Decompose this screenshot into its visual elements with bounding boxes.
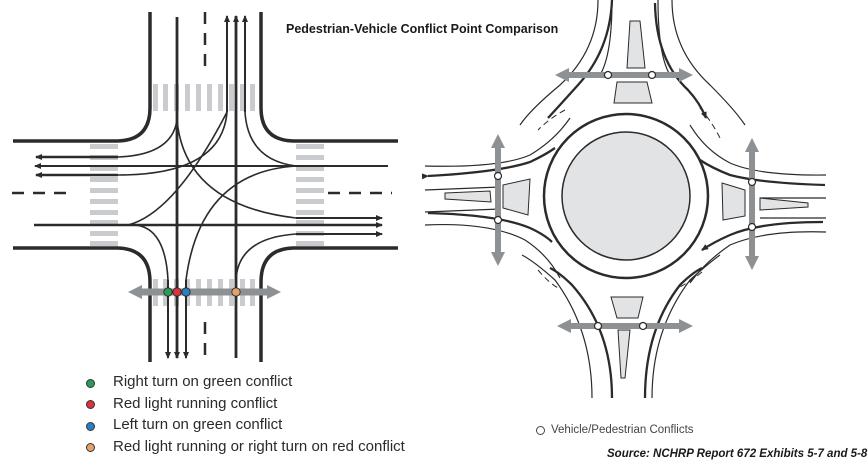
roundabout (421, 0, 827, 399)
legend-dot-red (86, 400, 95, 410)
splitter-islands (444, 20, 809, 379)
source-citation: Source: NCHRP Report 672 Exhibits 5-7 an… (607, 448, 868, 460)
roundabout-road-edges (424, 0, 827, 399)
conflict-point-red-light-or-right-on-red (231, 287, 241, 297)
conflict-points (163, 287, 241, 297)
conflict-point-right-turn-on-green (163, 287, 173, 297)
open-circle-icon (536, 425, 545, 435)
legend-dot-orange (86, 443, 95, 453)
crosswalk-east (296, 144, 324, 246)
roundabout-conflict-point (493, 215, 503, 225)
legend-item: Red light running or right turn on red c… (86, 436, 405, 458)
circulatory-roadway-outer (542, 112, 710, 280)
legend-dot-blue (86, 421, 95, 431)
roundabout-conflict-point (593, 321, 603, 331)
central-island (561, 131, 691, 261)
roundabout-conflict-point (638, 321, 648, 331)
legend-item: Left turn on green conflict (86, 414, 405, 436)
roundabout-conflict-point (747, 222, 757, 232)
legend-item: Red light running conflict (86, 393, 405, 415)
legend-dot-green (86, 378, 95, 388)
conflict-point-left-turn-on-green (181, 287, 191, 297)
curbs (13, 12, 398, 362)
roundabout-conflict-point (603, 70, 613, 80)
legend-label: Red light running conflict (113, 394, 278, 412)
vehicle-paths (34, 15, 388, 359)
roundabout-conflict-point (647, 70, 657, 80)
legend-item: Right turn on green conflict (86, 371, 405, 393)
conflict-point-red-light-running (172, 287, 182, 297)
roundabout-pedestrian-arrows (491, 68, 759, 333)
legend-label: Right turn on green conflict (113, 373, 293, 391)
crosswalk-north (153, 84, 255, 111)
roundabout-conflict-point (493, 171, 503, 181)
diagram-title: Pedestrian-Vehicle Conflict Point Compar… (286, 22, 559, 36)
legend-label: Left turn on green conflict (113, 416, 283, 434)
roundabout-conflict-point (747, 177, 757, 187)
crosswalk-west (90, 144, 118, 246)
signalized-intersection (12, 12, 398, 362)
legend-label: Red light running or right turn on red c… (113, 437, 405, 455)
intersection-legend: Right turn on green conflict Red light r… (86, 371, 405, 457)
pedestrian-crossing-arrow (128, 285, 281, 299)
yield-lines (537, 107, 721, 289)
center-lines (12, 12, 392, 362)
roundabout-legend: Vehicle/Pedestrian Conflicts (536, 424, 694, 436)
roundabout-conflict-points (493, 70, 757, 331)
roundabout-legend-label: Vehicle/Pedestrian Conflicts (551, 424, 694, 436)
roundabout-vehicle-paths (421, 0, 826, 399)
